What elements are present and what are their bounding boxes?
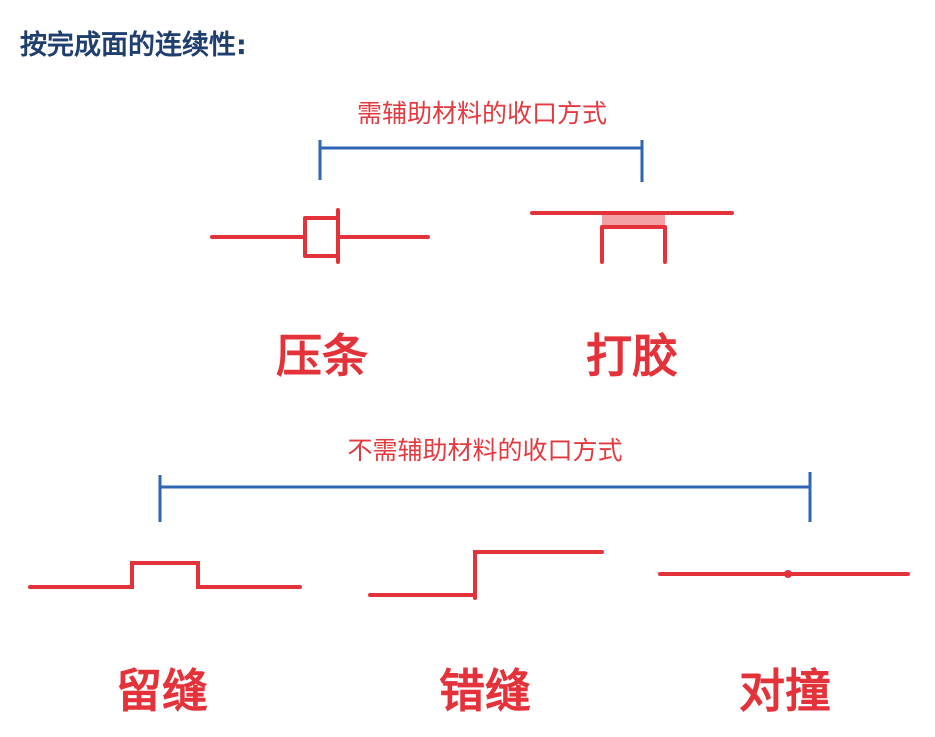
group-with-material-bracket xyxy=(318,140,644,182)
offset-joint-label: 错缝 xyxy=(439,664,531,718)
diagram-title: 按完成面的连续性: xyxy=(20,29,247,61)
pressing-strip-symbol xyxy=(210,208,430,264)
offset-joint-symbol xyxy=(368,550,604,600)
butt-joint-symbol xyxy=(658,570,910,578)
gap-joint-symbol xyxy=(28,561,302,589)
gap-joint-label: 留缝 xyxy=(116,664,208,718)
butt-joint-label: 对撞 xyxy=(739,664,831,718)
group-with-material-label: 需辅助材料的收口方式 xyxy=(357,99,607,128)
pressing-strip-label: 压条 xyxy=(276,329,368,383)
sealant-symbol xyxy=(530,211,734,264)
sealant-label: 打胶 xyxy=(586,329,678,383)
group-without-material-label: 不需辅助材料的收口方式 xyxy=(347,436,622,465)
group-without-material-bracket xyxy=(158,472,812,522)
